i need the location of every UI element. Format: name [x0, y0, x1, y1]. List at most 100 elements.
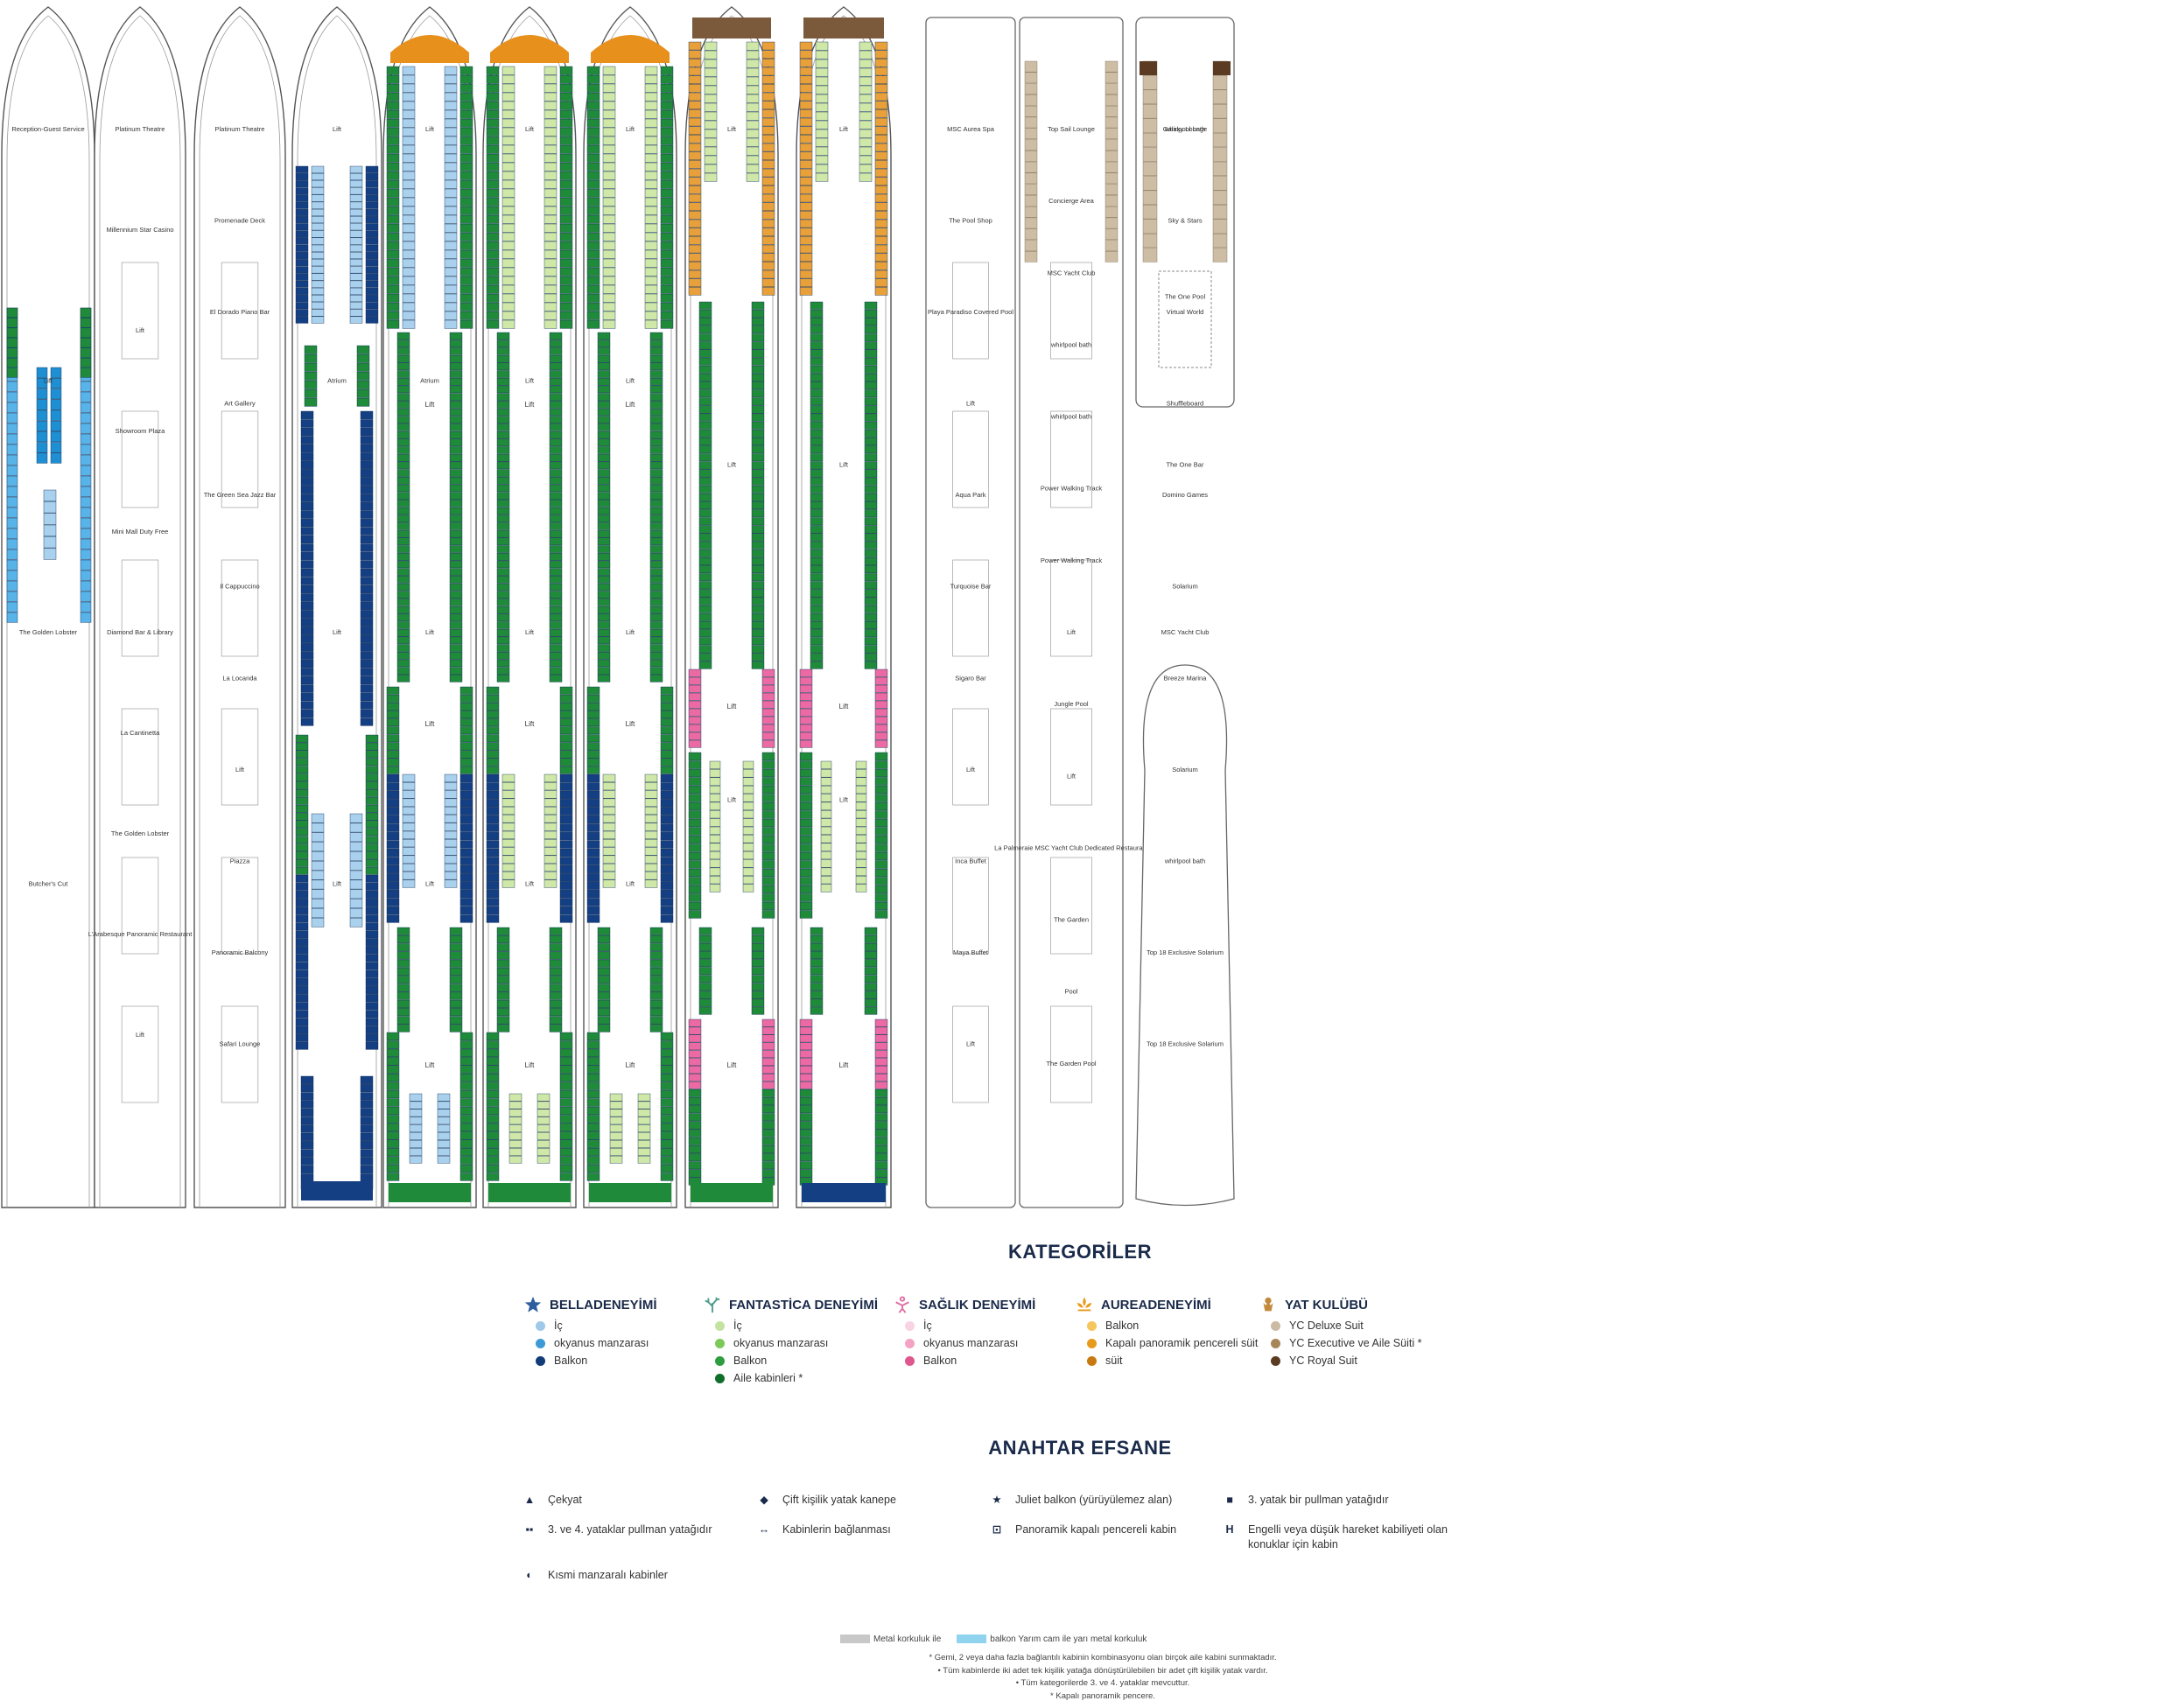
cabin [1024, 240, 1038, 251]
cabin [597, 514, 611, 522]
cabin [486, 293, 500, 303]
cabin [444, 188, 458, 198]
cabin [810, 382, 824, 390]
cabin [80, 580, 92, 592]
cabin [549, 370, 563, 378]
cabin [549, 514, 563, 522]
cabin [874, 151, 888, 160]
cabin [349, 316, 363, 324]
cabin [688, 126, 702, 135]
cabin [810, 565, 824, 574]
cabin [644, 872, 658, 880]
cabin [300, 1165, 314, 1174]
cabin [304, 345, 318, 354]
cabin [586, 742, 600, 751]
sliding-roof [1158, 270, 1212, 368]
cabin [544, 774, 558, 782]
venue-block [121, 559, 159, 657]
cabin [349, 172, 363, 180]
cabin [874, 135, 888, 144]
cabin [459, 1131, 473, 1140]
venue-block [1050, 857, 1093, 955]
bow-suite [803, 18, 884, 38]
cabin [751, 429, 765, 438]
cabin [761, 117, 775, 127]
cabin [751, 612, 765, 621]
cabin [311, 187, 325, 195]
cabin [544, 214, 558, 224]
cabin [295, 1041, 309, 1050]
cabin [874, 41, 888, 51]
cabin [449, 340, 463, 347]
cabin [360, 584, 374, 594]
cabin [459, 276, 473, 285]
cabin [761, 868, 775, 878]
cabin [586, 197, 600, 206]
cabin [1105, 184, 1119, 195]
crown-icon [1259, 1295, 1278, 1314]
cabin [751, 349, 765, 358]
cabin [820, 818, 832, 827]
cabin [80, 423, 92, 434]
cabin [311, 194, 325, 202]
cabin [544, 197, 558, 206]
venue-label: Lift [333, 628, 342, 636]
cabin [6, 368, 18, 378]
cabin [810, 983, 824, 991]
cabin [698, 581, 712, 590]
cabin [496, 935, 510, 944]
cabin [501, 206, 515, 215]
cabin [761, 676, 775, 685]
cabin [1212, 190, 1228, 205]
cabin [549, 1008, 563, 1017]
cabin [459, 807, 473, 816]
cabin [597, 568, 611, 576]
cabin [50, 431, 62, 443]
cabin [559, 206, 573, 215]
venue-label: Playa Paradiso Covered Pool [928, 308, 1013, 316]
cabin [80, 507, 92, 518]
cabin [864, 333, 878, 342]
cabin [386, 702, 400, 710]
cabin [486, 136, 500, 145]
cabin [698, 967, 712, 976]
cabin [356, 388, 370, 398]
cabin [501, 284, 515, 294]
cabin [660, 1074, 674, 1082]
cabin [864, 389, 878, 398]
cabin [536, 1116, 551, 1125]
cabin [649, 943, 663, 952]
cabin [810, 326, 824, 334]
cabin [549, 935, 563, 944]
cabin [544, 319, 558, 329]
cabin [501, 162, 515, 172]
cabin [874, 177, 888, 186]
cabin [597, 552, 611, 561]
venue-label: Lift [525, 377, 535, 385]
venue-label: El Dorado Piano Bar [210, 308, 270, 316]
railing-legend: Metal korkuluk ile balkon Yarım cam ile … [840, 1634, 1147, 1644]
lift-label: Lift [626, 720, 635, 728]
cabin [742, 818, 754, 827]
cabin [859, 76, 873, 86]
cabin [444, 302, 458, 312]
cabin [80, 327, 92, 338]
cabin [820, 785, 832, 794]
cabin [799, 1105, 813, 1114]
cabin [698, 983, 712, 991]
cabin [864, 951, 878, 959]
cabin [602, 136, 616, 145]
cabin [360, 1157, 374, 1166]
cabin [855, 777, 867, 786]
cabin [688, 1121, 702, 1130]
cabin [549, 613, 563, 622]
cabin [761, 66, 775, 76]
cabin [810, 389, 824, 398]
key-symbol-icon: ▪▪ [525, 1523, 534, 1536]
cabin [396, 1024, 410, 1032]
cabin [810, 541, 824, 550]
cabin [349, 309, 363, 317]
cabin [386, 1032, 400, 1041]
cabin [396, 1008, 410, 1017]
venue-label: MSC Yacht Club [1048, 269, 1096, 276]
